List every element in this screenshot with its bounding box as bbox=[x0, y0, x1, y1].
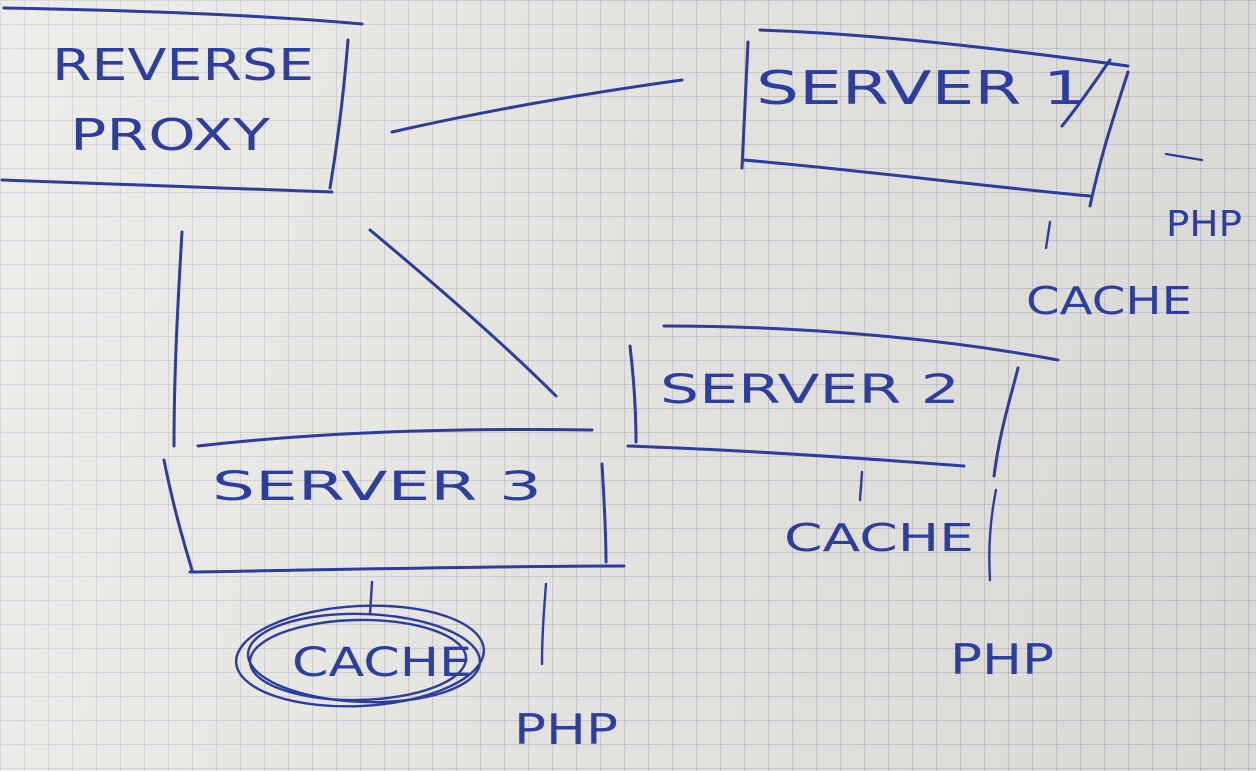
reverse-proxy-node: REVERSE PROXY bbox=[0, 6, 364, 194]
connector-proxy-server1 bbox=[390, 78, 684, 134]
server3-cache-tick bbox=[368, 580, 374, 616]
server3-cache-highlight bbox=[234, 604, 486, 708]
connector-proxy-server3 bbox=[172, 230, 184, 448]
server1-cache-label: CACHE bbox=[1026, 279, 1192, 323]
server3-php-tick bbox=[540, 582, 548, 666]
reverse-proxy-label-line1: REVERSE bbox=[52, 40, 314, 91]
server2-php-label: PHP bbox=[950, 635, 1054, 684]
server3-node: SERVER 3 bbox=[162, 428, 626, 574]
connector-proxy-server2 bbox=[368, 228, 558, 398]
server1-php-tick bbox=[1164, 152, 1204, 162]
server3-box bbox=[162, 428, 626, 574]
server1-box bbox=[740, 28, 1130, 208]
reverse-proxy-box bbox=[0, 6, 364, 194]
server3-php-label: PHP bbox=[514, 705, 618, 754]
server2-php-tick bbox=[988, 488, 998, 582]
server3-cache-label: CACHE bbox=[292, 640, 472, 686]
server2-box bbox=[626, 324, 1060, 478]
reverse-proxy-label-line2: PROXY bbox=[70, 110, 270, 161]
server1-label: SERVER 1 bbox=[756, 61, 1086, 115]
server2-cache-label: CACHE bbox=[784, 516, 974, 560]
server2-cache-tick bbox=[858, 470, 864, 502]
server1-php-label: PHP bbox=[1166, 204, 1242, 245]
server2-node: SERVER 2 bbox=[626, 324, 1060, 478]
server2-label: SERVER 2 bbox=[660, 367, 960, 413]
server3-label: SERVER 3 bbox=[212, 464, 542, 510]
server1-cache-tick bbox=[1044, 220, 1052, 250]
server1-node: SERVER 1 bbox=[740, 28, 1130, 208]
